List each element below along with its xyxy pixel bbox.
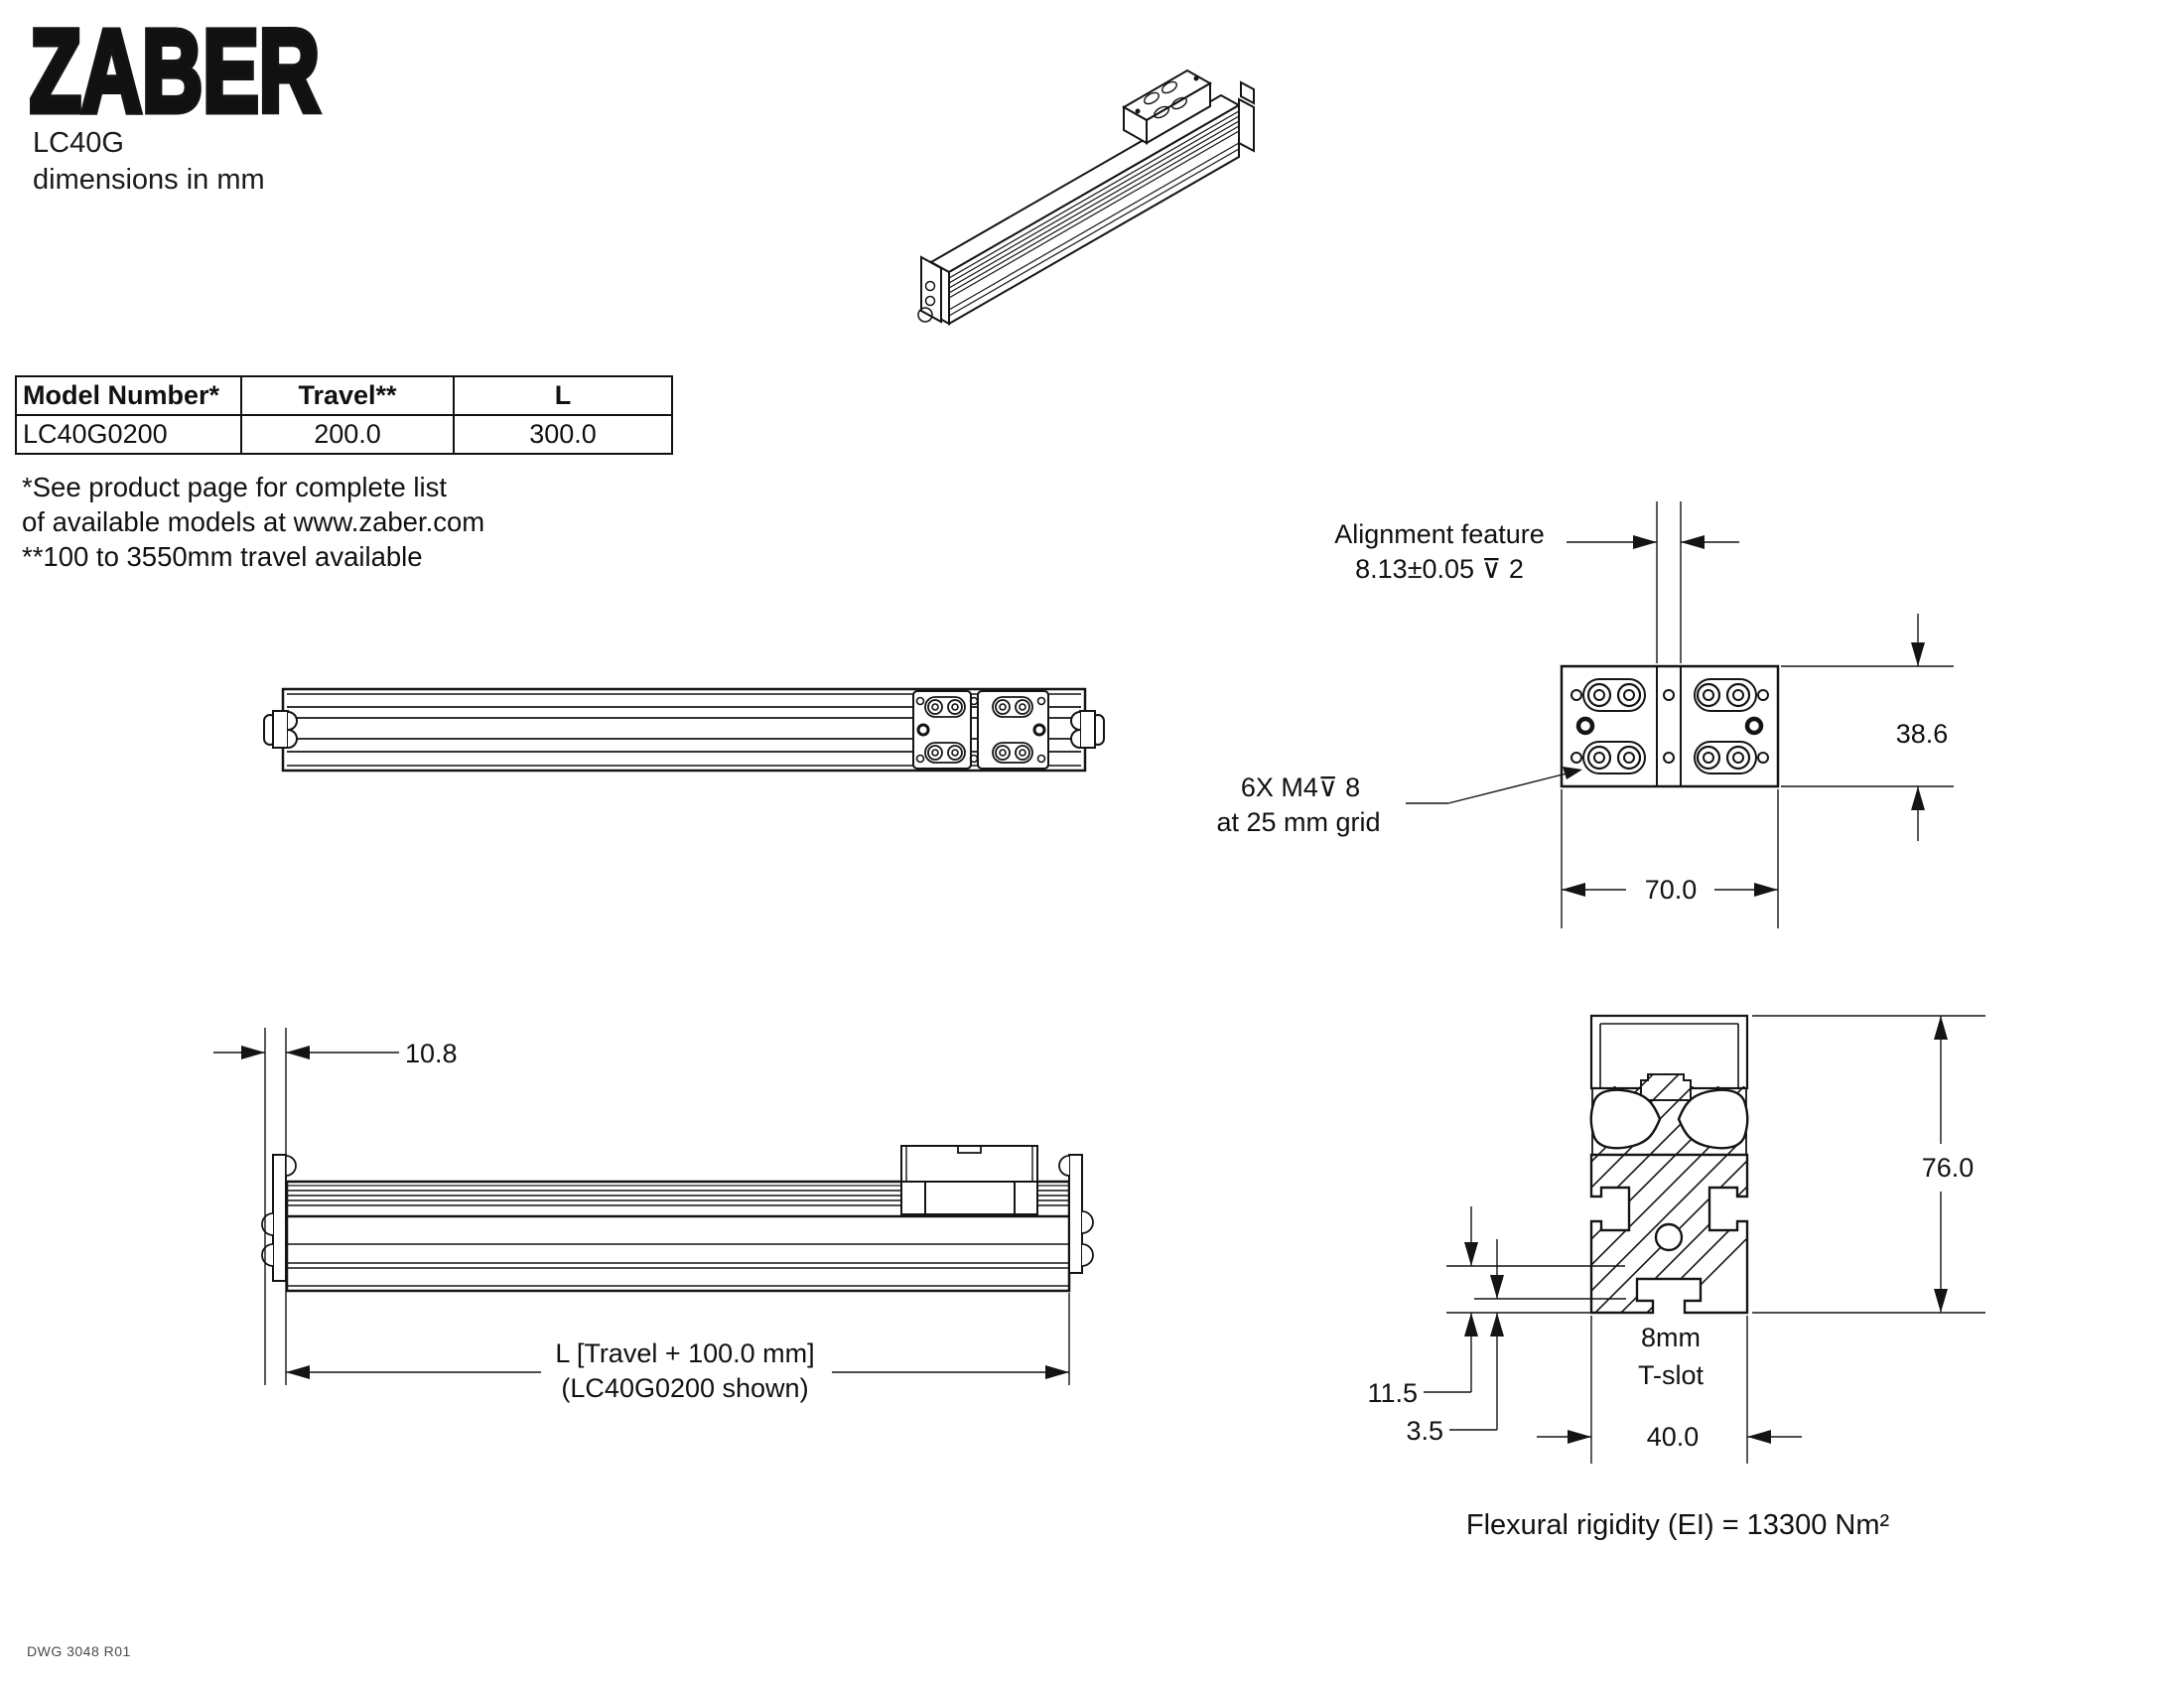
carriage-detail-dimensions [1406, 501, 1954, 928]
carriage-detail-view [1560, 664, 1780, 788]
tslot-label-line1: 8mm [1641, 1323, 1701, 1352]
flexural-rigidity-note: Flexural rigidity (EI) = 13300 Nm² [1466, 1509, 1890, 1541]
col-header-travel: Travel** [240, 375, 455, 416]
side-view [261, 1145, 1094, 1293]
cell-travel: 200.0 [240, 414, 455, 455]
drawing-number: DWG 3048 R01 [27, 1643, 131, 1659]
cross-section-dimensions [1424, 1015, 1985, 1464]
footnote-line-3: **100 to 3550mm travel available [22, 541, 423, 572]
cell-model-number: LC40G0200 [15, 414, 242, 455]
model-table-header-row: Model Number* Travel** L [15, 375, 673, 416]
tap-callout-line2: at 25 mm grid [1216, 807, 1380, 837]
col-header-model-number: Model Number* [15, 375, 242, 416]
zaber-logo-text: ZABER [30, 8, 320, 127]
col-header-length: L [453, 375, 673, 416]
tslot-label-line2: T-slot [1638, 1360, 1705, 1390]
isometric-view [917, 69, 1255, 326]
top-view [263, 687, 1105, 773]
product-name: LC40G [33, 127, 124, 159]
footnote-line-1: *See product page for complete list [22, 472, 448, 502]
alignment-feature-value: 8.13±0.05 ⊽ 2 [1355, 554, 1524, 584]
footnotes: *See product page for complete list of a… [22, 470, 484, 574]
dim-70-0: 70.0 [1645, 875, 1698, 905]
model-table: Model Number* Travel** L LC40G0200 200.0… [15, 375, 673, 455]
dim-3-5: 3.5 [1406, 1416, 1443, 1446]
alignment-feature-label: Alignment feature [1334, 519, 1545, 549]
cell-length: 300.0 [453, 414, 673, 455]
footnote-line-2: of available models at www.zaber.com [22, 506, 485, 537]
dim-38-6: 38.6 [1896, 719, 1949, 749]
dim-76-0: 76.0 [1922, 1153, 1975, 1183]
dim-10-8: 10.8 [405, 1039, 458, 1068]
dim-40-0: 40.0 [1647, 1422, 1700, 1452]
tap-callout-line1: 6X M4⊽ 8 [1241, 773, 1360, 802]
dim-11-5: 11.5 [1367, 1378, 1418, 1408]
units-note: dimensions in mm [33, 164, 265, 196]
drawing-subtitle: LC40G dimensions in mm [33, 125, 265, 199]
length-dim-sublabel: (LC40G0200 shown) [561, 1373, 808, 1403]
model-table-row: LC40G0200 200.0 300.0 [15, 414, 673, 455]
length-dim-label: L [Travel + 100.0 mm] [555, 1338, 814, 1368]
zaber-logo: ZABER [27, 8, 324, 127]
side-view-dimensions [213, 1028, 1070, 1385]
cross-section-view [1589, 1014, 1749, 1315]
